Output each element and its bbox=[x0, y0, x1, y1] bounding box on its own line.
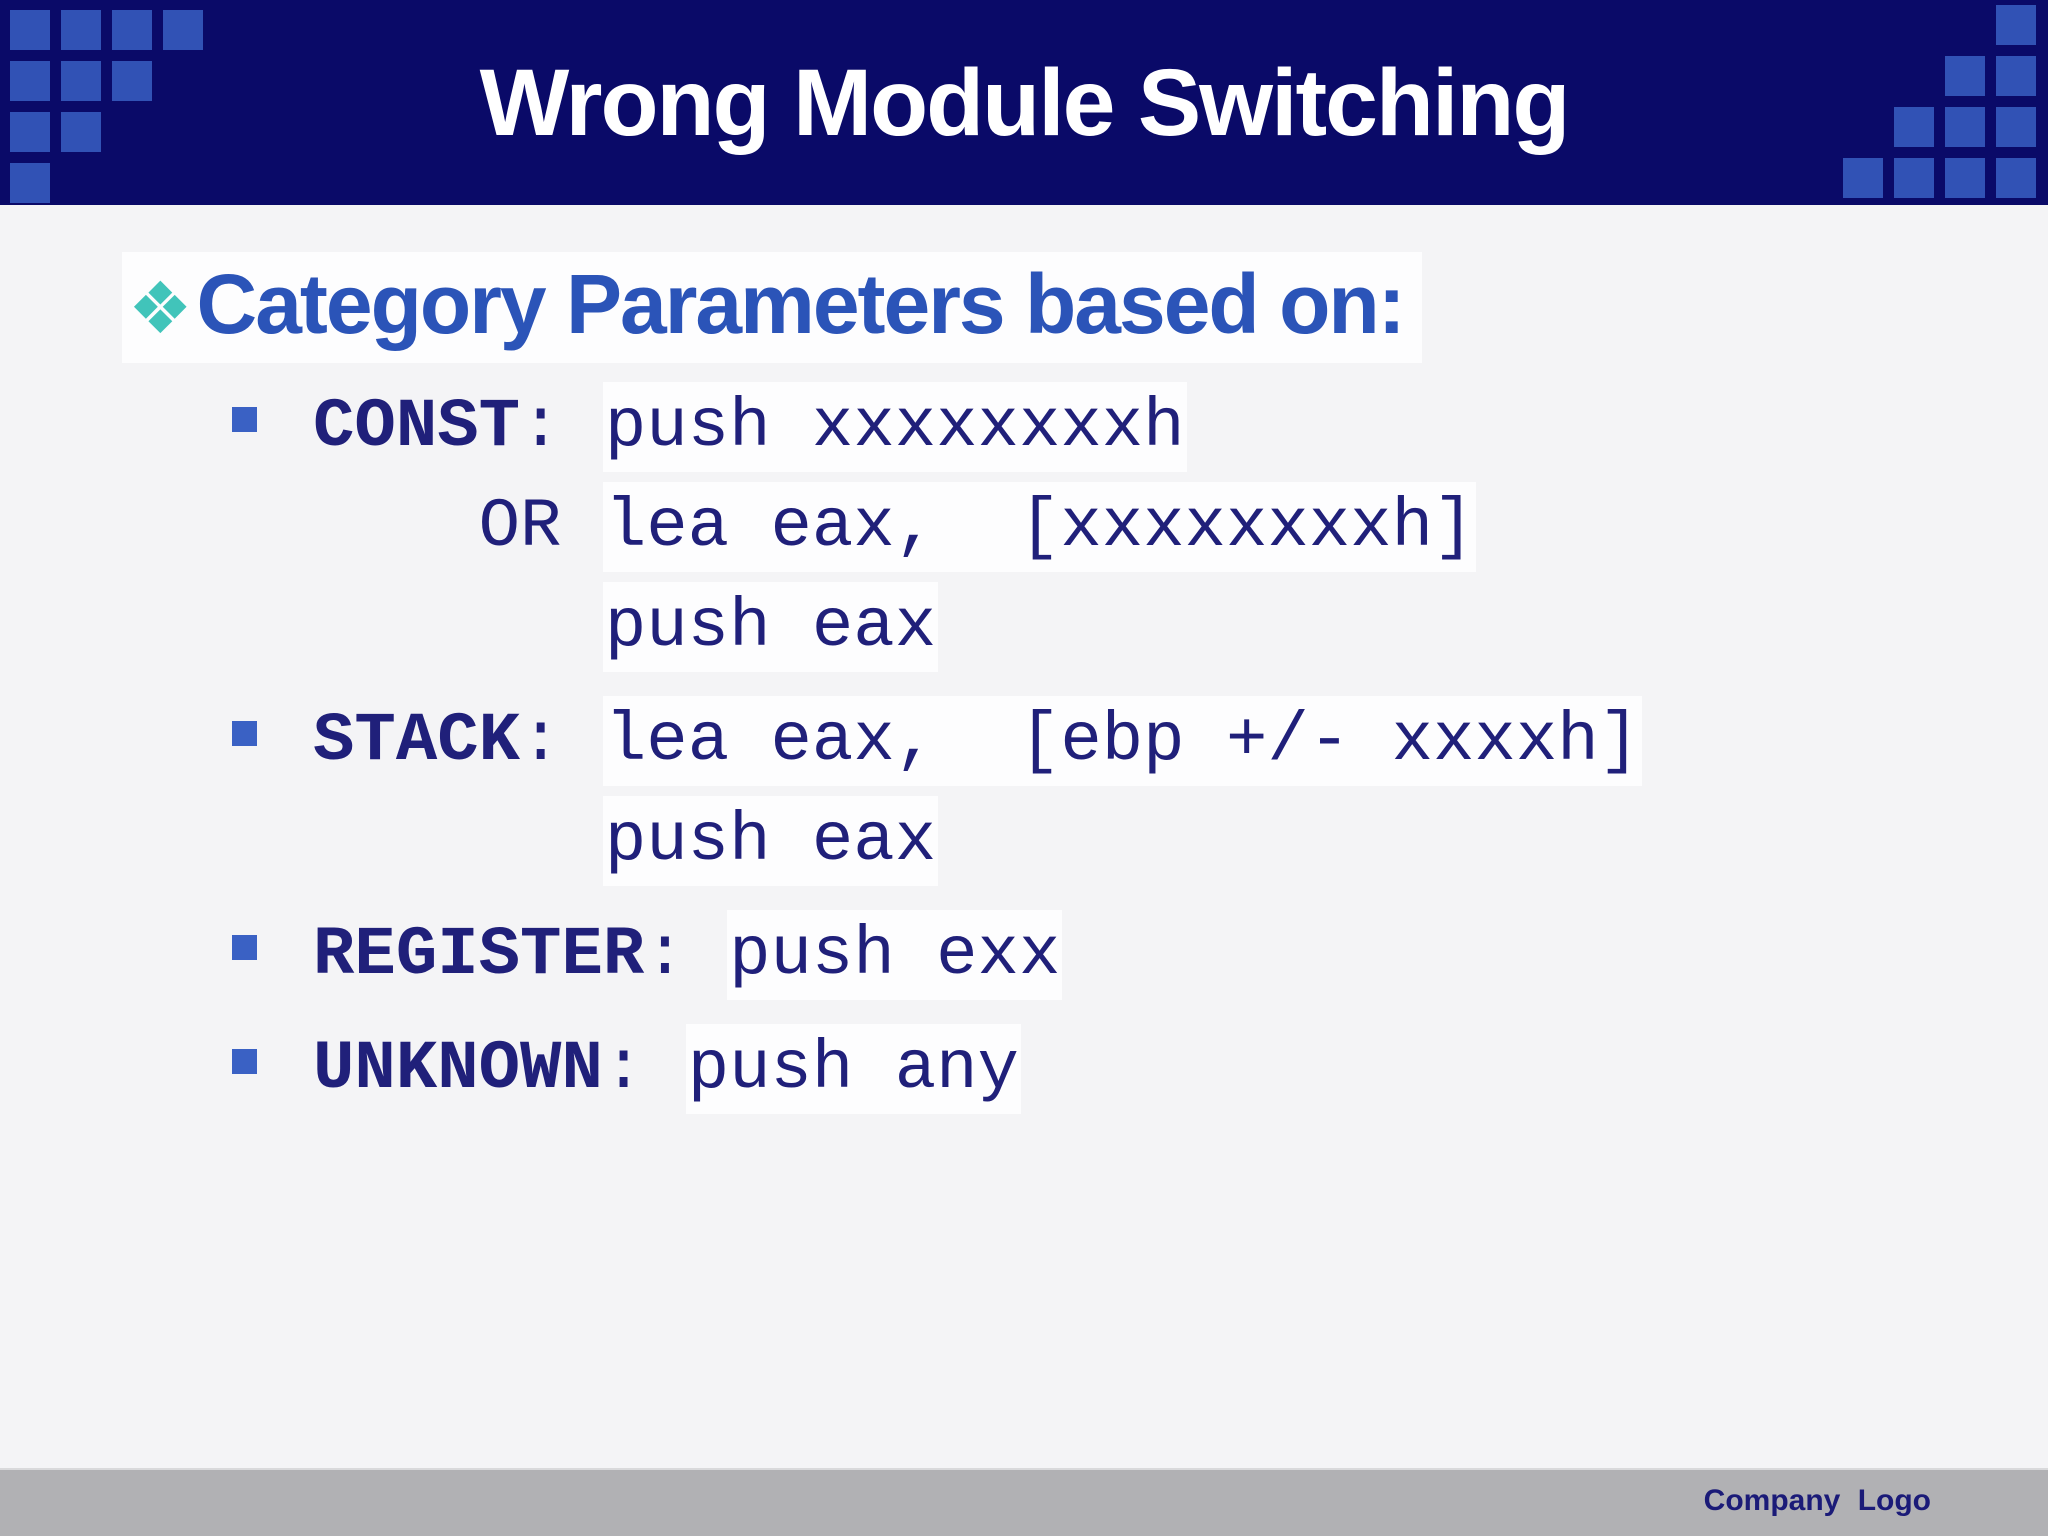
decor-square bbox=[163, 10, 203, 50]
decor-square bbox=[10, 112, 50, 152]
decor-square bbox=[1945, 158, 1985, 198]
decor-square bbox=[10, 163, 50, 203]
decor-square bbox=[1996, 158, 2036, 198]
decor-square bbox=[1945, 56, 1985, 96]
code-text: push eax bbox=[602, 796, 939, 886]
list-item: STACK: lea eax, [ebp +/- xxxxh] push eax bbox=[0, 691, 2048, 891]
code-block: UNKNOWN: push any bbox=[313, 1019, 2048, 1119]
decor-square bbox=[1945, 107, 1985, 147]
list-item: REGISTER: push exx bbox=[0, 905, 2048, 1005]
decor-square bbox=[10, 61, 50, 101]
category-label: CONST bbox=[313, 388, 521, 466]
decor-square bbox=[1843, 158, 1883, 198]
category-label: STACK bbox=[313, 702, 521, 780]
list-item: UNKNOWN: push any bbox=[0, 1019, 2048, 1119]
category-label: UNKNOWN bbox=[313, 1030, 603, 1108]
slide-title: Wrong Module Switching bbox=[479, 50, 1571, 156]
bullet-list: CONST: push xxxxxxxxh OR lea eax, [xxxxx… bbox=[0, 377, 2048, 1133]
code-block: REGISTER: push exx bbox=[313, 905, 2048, 1005]
decor-square bbox=[1894, 158, 1934, 198]
square-bullet-icon bbox=[232, 935, 257, 960]
decor-square bbox=[1996, 107, 2036, 147]
section-heading-text: Category Parameters based on: bbox=[196, 257, 1406, 351]
decor-square bbox=[112, 61, 152, 101]
code-text: push xxxxxxxxh bbox=[602, 382, 1187, 472]
square-bullet-icon bbox=[232, 721, 257, 746]
list-item: CONST: push xxxxxxxxh OR lea eax, [xxxxx… bbox=[0, 377, 2048, 677]
code-text: push exx bbox=[727, 910, 1063, 1000]
decor-square bbox=[61, 61, 101, 101]
four-diamonds-icon: ❖ bbox=[128, 266, 193, 350]
code-text: push eax bbox=[602, 582, 939, 672]
section-heading: ❖Category Parameters based on: bbox=[122, 252, 1422, 363]
code-text: lea eax, [xxxxxxxxh] bbox=[602, 482, 1477, 572]
code-block: STACK: lea eax, [ebp +/- xxxxh] push eax bbox=[313, 691, 2048, 891]
code-block: CONST: push xxxxxxxxh OR lea eax, [xxxxx… bbox=[313, 377, 2048, 677]
decor-square bbox=[1894, 107, 1934, 147]
code-text: push any bbox=[685, 1024, 1021, 1114]
title-band: Wrong Module Switching bbox=[0, 0, 2048, 205]
footer-bar: Company Logo bbox=[0, 1468, 2048, 1536]
decor-square bbox=[61, 10, 101, 50]
decor-square bbox=[1996, 5, 2036, 45]
decor-square bbox=[1996, 56, 2036, 96]
decor-square bbox=[10, 10, 50, 50]
decor-square bbox=[112, 10, 152, 50]
code-text: lea eax, [ebp +/- xxxxh] bbox=[602, 696, 1643, 786]
company-logo-text: Company Logo bbox=[1703, 1484, 1931, 1517]
decor-squares-right bbox=[0, 0, 2048, 205]
square-bullet-icon bbox=[232, 1049, 257, 1074]
category-label: REGISTER bbox=[313, 916, 645, 994]
decor-squares-left bbox=[0, 0, 2048, 205]
decor-square bbox=[61, 112, 101, 152]
square-bullet-icon bbox=[232, 407, 257, 432]
